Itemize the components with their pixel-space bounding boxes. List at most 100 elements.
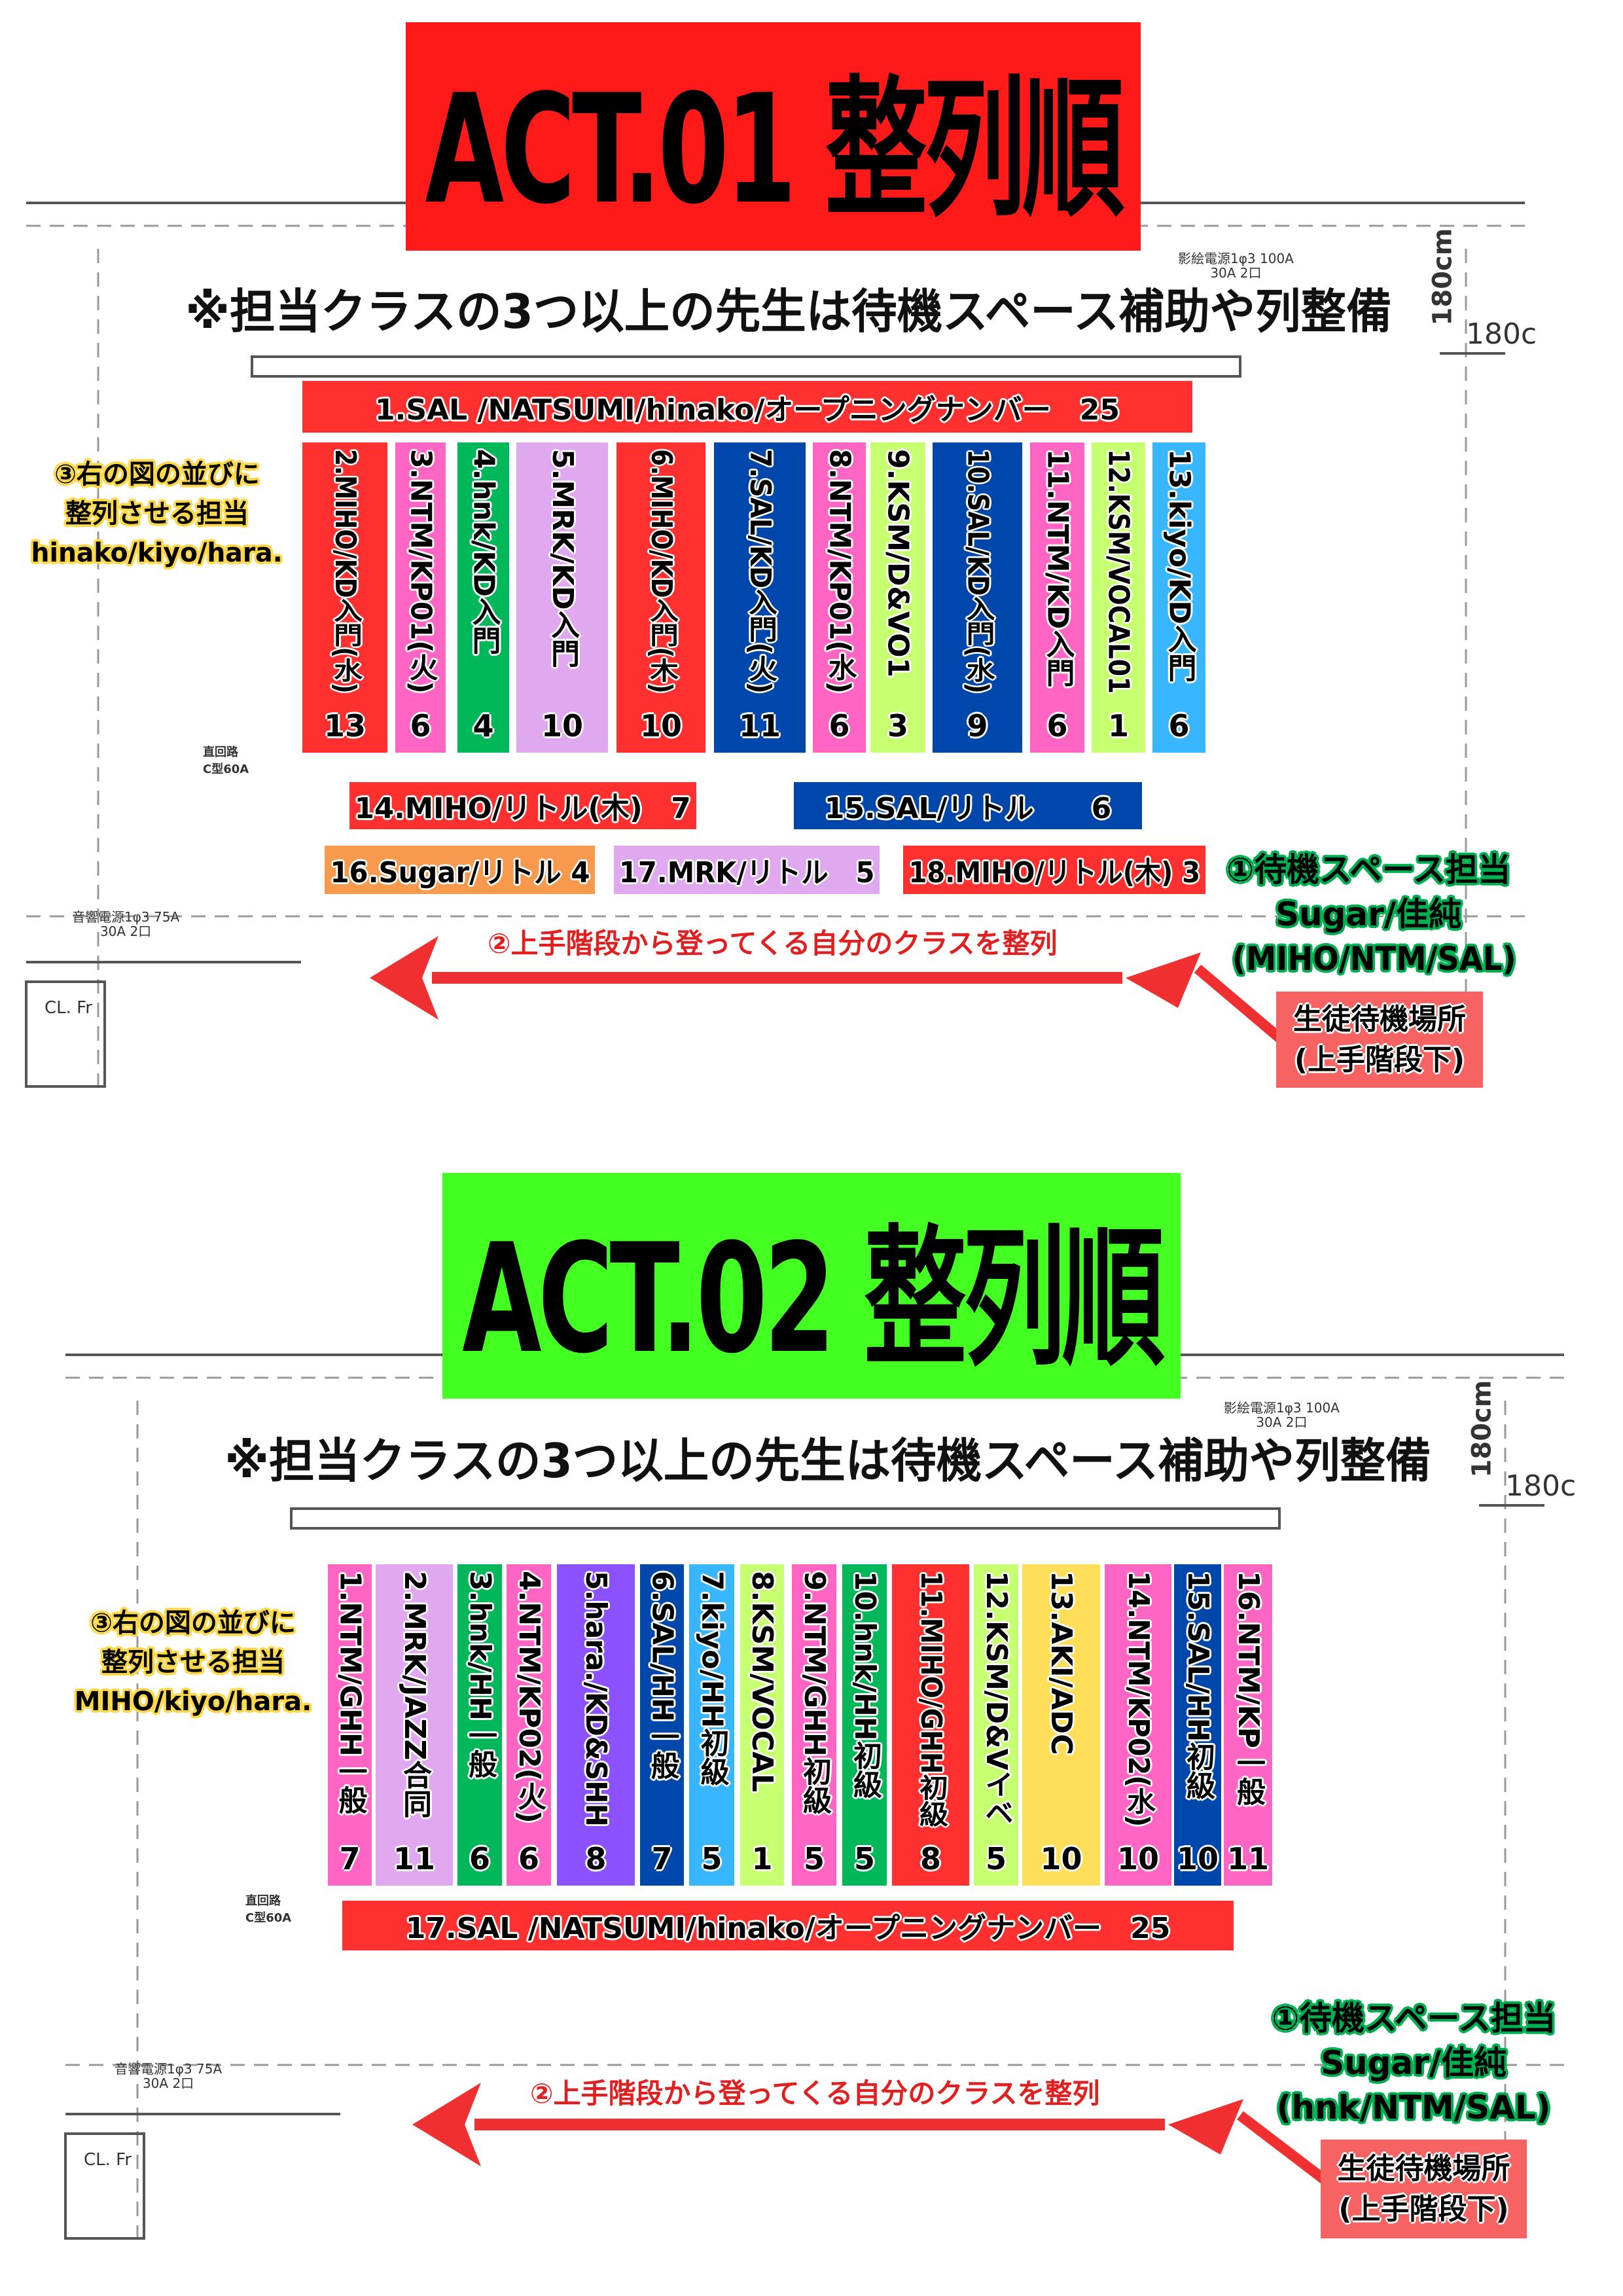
plan-circuit-label: 直回路 C型60A bbox=[203, 743, 249, 777]
act1-note: ※担当クラスの3つ以上の先生は待機スペース補助や列整備 bbox=[185, 284, 1392, 339]
act2-note-container: ※担当クラスの3つ以上の先生は待機スペース補助や列整備 bbox=[203, 1435, 1431, 1487]
student-count: 11 bbox=[738, 708, 781, 744]
plan-sound-text: 音響電源1φ3 75A bbox=[115, 2061, 223, 2077]
class-column: 10.SAL/KD入門(水)9 bbox=[933, 442, 1022, 753]
act2-left-note: ③右の図の並びに 整列させる担当 MIHO/kiyo/hara. bbox=[65, 1604, 321, 1721]
act1-row-18: 18.MIHO/リトル(木) 3 bbox=[903, 846, 1205, 894]
class-label: 12.KSM/VOCAL01 bbox=[1101, 449, 1135, 694]
act1-student-waiting-box: 生徒待機場所 (上手階段下) bbox=[1276, 992, 1483, 1088]
student-count: 5 bbox=[701, 1841, 722, 1876]
class-column: 2.MIHO/KD入門(水) 13 bbox=[302, 442, 387, 753]
class-column: 4.NTM/KP02(火) 6 bbox=[507, 1564, 551, 1886]
plan-power-text-b: 30A 2口 bbox=[1210, 265, 1262, 281]
act1-arrange-note: ②上手階段から登ってくる自分のクラスを整列 bbox=[488, 927, 1058, 960]
note-line: ③右の図の並びに bbox=[90, 1608, 296, 1638]
plan-circuit-text-b: C型60A bbox=[245, 1911, 292, 1925]
act1-row-16-text: 16.Sugar/リトル 4 bbox=[330, 856, 590, 889]
class-column: 13.AKI/ADC 10 bbox=[1022, 1564, 1100, 1886]
class-label: 2.MIHO/KD入門(水) bbox=[329, 449, 362, 694]
class-label: 1.NTM/GHH一般 bbox=[333, 1571, 367, 1814]
note-line: MIHO/kiyo/hara. bbox=[74, 1687, 312, 1717]
class-label: 7.kiyo/HH初級 bbox=[695, 1571, 729, 1786]
act1-row-14-text: 14.MIHO/リトル(木) 7 bbox=[354, 792, 692, 825]
act1-row-16: 16.Sugar/リトル 4 bbox=[325, 846, 595, 894]
student-count: 13 bbox=[323, 708, 366, 744]
student-count: 10 bbox=[1040, 1841, 1082, 1876]
student-count: 8 bbox=[919, 1841, 941, 1876]
box-line: (上手階段下) bbox=[1294, 1043, 1465, 1077]
class-column: 16.NTM/KP一般 11 bbox=[1224, 1564, 1272, 1886]
act2-note: ※担当クラスの3つ以上の先生は待機スペース補助や列整備 bbox=[224, 1433, 1431, 1488]
note-line: ③右の図の並びに bbox=[54, 459, 260, 490]
class-column: 6.MIHO/KD入門(木)10 bbox=[616, 442, 705, 753]
note-line-wrap: 整列させる担当 bbox=[65, 1643, 321, 1682]
note-line: ①待機スペース担当 bbox=[1271, 2000, 1556, 2037]
class-label: 9.KSM/D&VO1 bbox=[881, 449, 915, 678]
note-line-wrap: ①待機スペース担当 bbox=[1266, 1996, 1561, 2041]
class-label: 11.NTM/KD入門 bbox=[1041, 449, 1075, 687]
class-label: 16.NTM/KP一般 bbox=[1232, 1571, 1265, 1806]
box-line: 生徒待機場所 bbox=[1337, 2151, 1510, 2185]
act2-title: ACT.02 整列順 bbox=[461, 1212, 1165, 1387]
act2-student-waiting-box: 生徒待機場所 (上手階段下) bbox=[1321, 2140, 1527, 2238]
note-line-wrap: ①待機スペース担当 bbox=[1221, 848, 1516, 892]
student-count: 10 bbox=[541, 708, 583, 744]
note-line-wrap: Sugar/佳純 bbox=[1266, 2041, 1561, 2085]
note-line-wrap: ③右の図の並びに bbox=[65, 1604, 321, 1643]
plan-dim-label-act2: 180cm bbox=[1467, 1380, 1497, 1478]
student-count: 6 bbox=[469, 1841, 490, 1876]
plan-power-text-b: 30A 2口 bbox=[1256, 1414, 1308, 1430]
plan-sound-text-b: 30A 2口 bbox=[142, 2075, 194, 2091]
act1-title-banner: ACT.01 整列順 bbox=[406, 22, 1141, 251]
act1-opening-bar: 1.SAL /NATSUMI/hinako/オープニングナンバー 25 bbox=[302, 381, 1192, 433]
note-line: (hnk/NTM/SAL) bbox=[1276, 2089, 1551, 2126]
student-count: 5 bbox=[803, 1841, 825, 1876]
box-line: (上手階段下) bbox=[1338, 2192, 1509, 2226]
act1-left-note: ③右の図の並びに 整列させる担当 hinako/kiyo/hara. bbox=[26, 455, 288, 573]
class-column: 7.SAL/KD入門(火)11 bbox=[714, 442, 806, 753]
act2-arrow-icon bbox=[412, 2083, 1332, 2187]
class-label: 11.MIHO/GHH初級 bbox=[914, 1571, 948, 1827]
student-count: 10 bbox=[639, 708, 682, 744]
note-line-wrap: (MIHO/NTM/SAL) bbox=[1221, 937, 1516, 981]
plan-power-text: 影絵電源1φ3 100A bbox=[1178, 251, 1294, 266]
plan-circuit-text-b: C型60A bbox=[203, 762, 249, 776]
act2-arrange-note: ②上手階段から登ってくる自分のクラスを整列 bbox=[530, 2077, 1100, 2109]
student-count: 6 bbox=[518, 1841, 539, 1876]
act1-row-18-text: 18.MIHO/リトル(木) 3 bbox=[908, 856, 1200, 889]
plan-clfr-label: CL. Fr bbox=[45, 998, 92, 1018]
act2-opening-text: 17.SAL /NATSUMI/hinako/オープニングナンバー 25 bbox=[405, 1912, 1171, 1945]
class-label: 4.NTM/KP02(火) bbox=[512, 1571, 546, 1823]
class-label: 15.SAL/HH初級 bbox=[1181, 1571, 1215, 1800]
class-column: 14.NTM/KP02(水)10 bbox=[1105, 1564, 1171, 1886]
act2-opening-bar: 17.SAL /NATSUMI/hinako/オープニングナンバー 25 bbox=[342, 1901, 1234, 1950]
class-label: 8.KSM/VOCAL bbox=[745, 1571, 779, 1793]
class-label: 10.hnk/HH初級 bbox=[848, 1571, 882, 1799]
class-column: 7.kiyo/HH初級 5 bbox=[689, 1564, 734, 1886]
box-line: 生徒待機場所 bbox=[1293, 1002, 1466, 1036]
act1-row-15: 15.SAL/リトル 6 bbox=[794, 782, 1142, 829]
act1-waiting-note: ①待機スペース担当 Sugar/佳純 (MIHO/NTM/SAL) bbox=[1221, 848, 1516, 981]
note-line: (MIHO/NTM/SAL) bbox=[1232, 940, 1516, 978]
plan-sound-text: 音響電源1φ3 75A bbox=[72, 909, 180, 925]
class-column: 11.MIHO/GHH初級 8 bbox=[892, 1564, 969, 1886]
class-label: 8.NTM/KP01(水) bbox=[823, 449, 857, 694]
class-label: 12.KSM/D&Vイベ bbox=[980, 1571, 1013, 1827]
class-label: 5.MRK/KD入門 bbox=[546, 449, 579, 668]
note-line-wrap: 整列させる担当 bbox=[26, 494, 288, 533]
student-count: 11 bbox=[1226, 1841, 1269, 1876]
act1-row-14: 14.MIHO/リトル(木) 7 bbox=[349, 782, 696, 829]
student-count: 9 bbox=[967, 708, 988, 744]
student-count: 8 bbox=[585, 1841, 607, 1876]
class-label: 13.AKI/ADC bbox=[1044, 1571, 1078, 1755]
plan-circuit-text: 直回路 bbox=[203, 745, 238, 759]
